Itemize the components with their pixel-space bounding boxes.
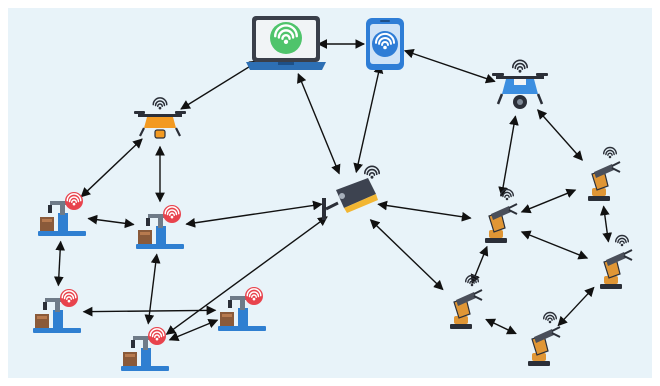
bidirectional-arrow [353,63,384,174]
camera-drone-icon [134,97,186,139]
bidirectional-arrow [168,318,219,342]
bidirectional-arrow [369,219,444,291]
bidirectional-arrow [599,205,613,243]
wifi-icon [164,206,180,219]
robot-arm-wifi-icon [528,311,561,366]
bidirectional-arrow [557,286,595,327]
wifi-icon [66,193,82,206]
robot-arm-wifi-icon [485,188,518,243]
wifi-icon [511,59,528,73]
wifi-icon [246,288,262,301]
wifi-icon [61,290,77,303]
security-camera-icon [322,165,380,220]
bidirectional-arrow [498,115,519,197]
wifi-icon [543,311,557,324]
wifi-icon [500,188,514,201]
wifi-icon [152,97,168,110]
wifi-icon [615,234,629,247]
bidirectional-arrow [180,60,260,110]
factory-robot-wifi-icon [136,205,184,249]
bidirectional-arrow [485,318,517,335]
factory-robot-wifi-icon [121,327,169,371]
laptop-wifi-icon [246,16,326,70]
bidirectional-arrow [297,72,341,175]
device-nodes [33,16,633,371]
bidirectional-arrow [53,240,66,287]
wifi-icon [375,32,395,50]
robot-arm-wifi-icon [588,146,621,201]
bidirectional-arrow [377,200,472,222]
bidirectional-arrow [185,200,323,228]
factory-robot-wifi-icon [38,192,86,236]
wifi-icon [603,146,617,159]
bidirectional-arrow [87,214,135,229]
bidirectional-arrow [403,48,496,84]
factory-robot-wifi-icon [218,287,266,331]
wifi-icon [465,274,479,287]
wifi-icon [274,24,298,44]
bidirectional-arrow [470,245,489,285]
phone-wifi-icon [366,18,404,70]
bidirectional-arrow [165,216,328,335]
bidirectional-arrow [537,109,583,161]
bidirectional-arrow [80,138,143,198]
robot-arm-wifi-icon [600,234,633,289]
bidirectional-arrow [520,230,589,260]
bidirectional-arrow [144,253,161,325]
wifi-icon [364,165,380,179]
camera-drone-icon [492,59,548,109]
connection-arrows [53,39,613,342]
wifi-icon [149,328,165,341]
bidirectional-arrow [520,188,577,214]
robot-arm-wifi-icon [450,274,483,329]
factory-robot-wifi-icon [33,289,81,333]
